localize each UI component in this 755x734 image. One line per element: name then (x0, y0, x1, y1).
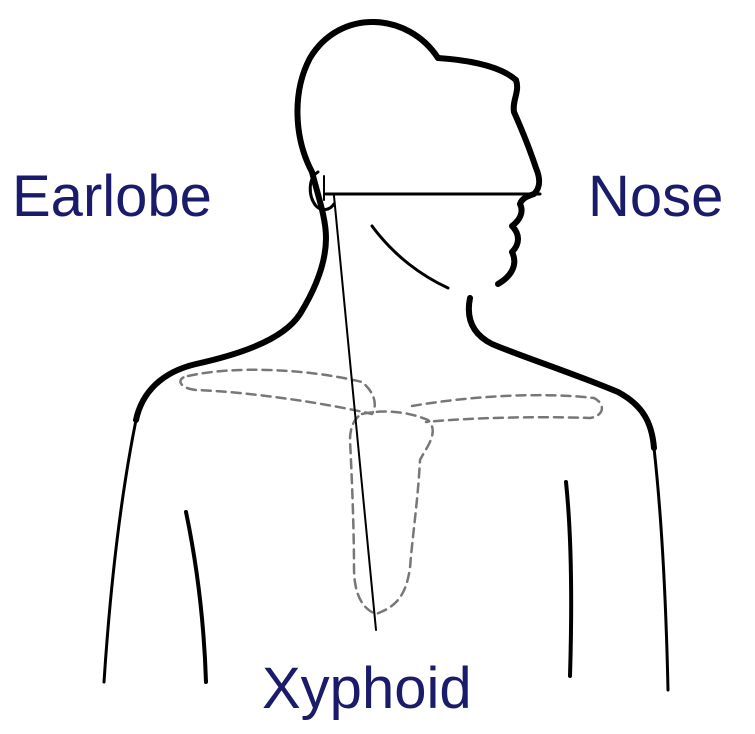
earlobe-label: Earlobe (12, 168, 212, 226)
right-arm-outline (654, 448, 668, 690)
jaw-line (372, 226, 448, 288)
neck-front-outline (469, 298, 654, 448)
left-arm-outline (104, 420, 136, 682)
sternum-outline (350, 412, 433, 614)
right-clavicle-outline (412, 395, 602, 422)
face-profile (438, 58, 539, 284)
right-torso-line (566, 482, 571, 676)
xyphoid-label: Xyphoid (262, 660, 472, 718)
left-clavicle-outline (180, 370, 374, 414)
left-torso-line (186, 512, 206, 682)
nose-label: Nose (588, 168, 723, 226)
